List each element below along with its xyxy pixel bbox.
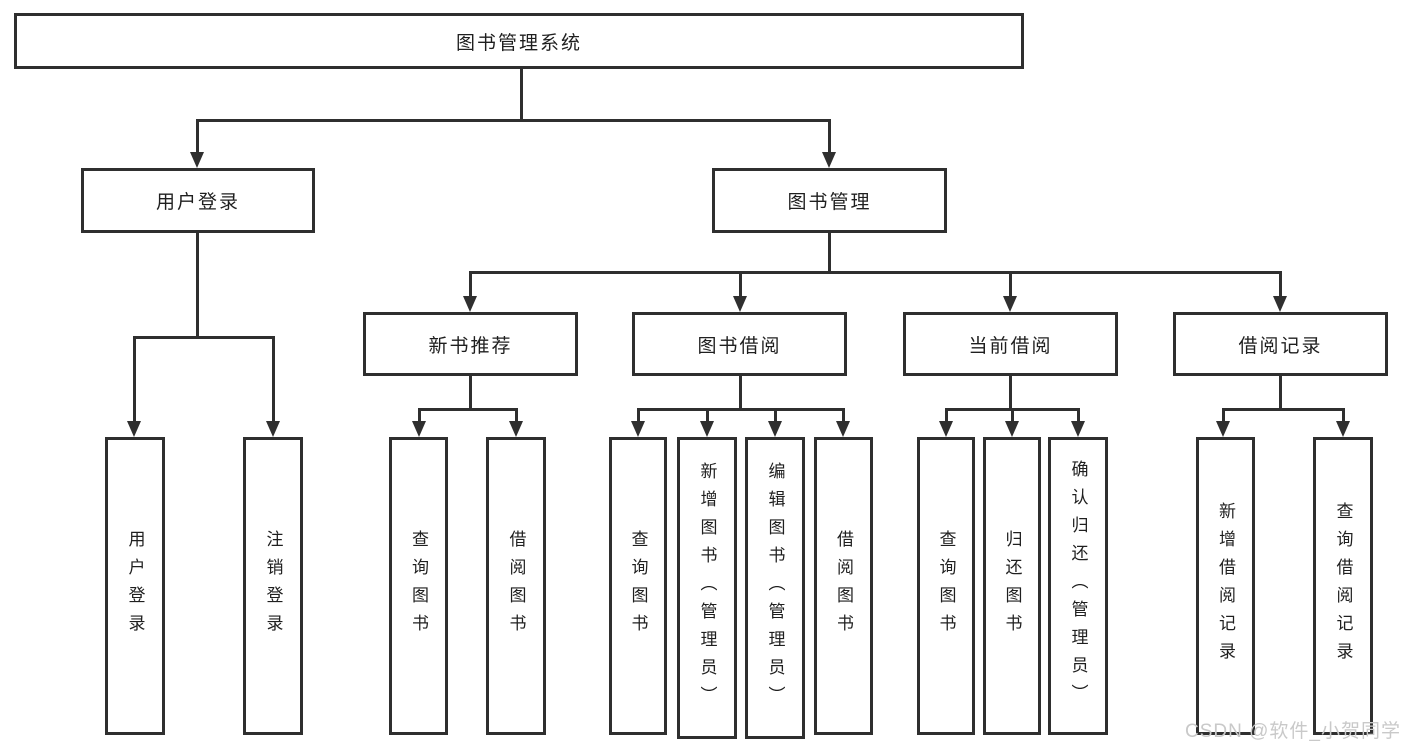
watermark: CSDN @软件_小贺同学 — [1185, 721, 1401, 742]
connector-line — [196, 119, 199, 155]
arrowhead-down-icon — [463, 296, 477, 312]
node-leaf-borrow-books-1: 借阅图书 — [486, 437, 546, 735]
node-leaf-add-book-admin: 新增图书（管理员） — [677, 437, 737, 739]
node-borrow-records: 借阅记录 — [1173, 312, 1388, 376]
connector-line — [418, 408, 518, 411]
node-leaf-return-book: 归还图书 — [983, 437, 1041, 735]
connector-line — [469, 271, 472, 298]
connector-line — [842, 408, 845, 423]
connector-line — [1222, 408, 1345, 411]
arrowhead-down-icon — [1336, 421, 1350, 437]
connector-line — [196, 233, 199, 338]
arrowhead-down-icon — [836, 421, 850, 437]
connector-line — [637, 408, 640, 423]
node-book-management: 图书管理 — [712, 168, 947, 233]
arrowhead-down-icon — [939, 421, 953, 437]
node-current-borrow: 当前借阅 — [903, 312, 1118, 376]
connector-line — [1222, 408, 1225, 423]
node-leaf-confirm-return-admin: 确认归还（管理员） — [1048, 437, 1108, 735]
connector-line — [133, 336, 275, 339]
connector-line — [469, 271, 1282, 274]
connector-line — [133, 336, 136, 423]
node-new-book-recommend: 新书推荐 — [363, 312, 578, 376]
node-root: 图书管理系统 — [14, 13, 1024, 69]
arrowhead-down-icon — [1071, 421, 1085, 437]
connector-line — [1279, 376, 1282, 410]
connector-line — [1077, 408, 1080, 423]
connector-line — [739, 271, 742, 298]
node-leaf-query-borrow-record: 查询借阅记录 — [1313, 437, 1373, 735]
connector-line — [1342, 408, 1345, 423]
connector-line — [828, 233, 831, 274]
arrowhead-down-icon — [733, 296, 747, 312]
arrowhead-down-icon — [190, 152, 204, 168]
node-leaf-edit-book-admin: 编辑图书（管理员） — [745, 437, 805, 739]
node-leaf-logout: 注销登录 — [243, 437, 303, 735]
arrowhead-down-icon — [1003, 296, 1017, 312]
connector-line — [418, 408, 421, 423]
arrowhead-down-icon — [1216, 421, 1230, 437]
connector-line — [739, 376, 742, 410]
connector-line — [774, 408, 777, 423]
arrowhead-down-icon — [412, 421, 426, 437]
node-leaf-user-login: 用户登录 — [105, 437, 165, 735]
arrowhead-down-icon — [266, 421, 280, 437]
arrowhead-down-icon — [127, 421, 141, 437]
connector-line — [1011, 408, 1014, 423]
arrowhead-down-icon — [768, 421, 782, 437]
arrowhead-down-icon — [700, 421, 714, 437]
connector-line — [272, 336, 275, 423]
arrowhead-down-icon — [509, 421, 523, 437]
connector-line — [1279, 271, 1282, 298]
connector-line — [828, 119, 831, 155]
node-leaf-borrow-books-2: 借阅图书 — [814, 437, 873, 735]
connector-line — [1009, 271, 1012, 298]
arrowhead-down-icon — [1005, 421, 1019, 437]
connector-line — [515, 408, 518, 423]
node-leaf-query-books-1: 查询图书 — [389, 437, 448, 735]
arrowhead-down-icon — [822, 152, 836, 168]
connector-line — [945, 408, 948, 423]
node-leaf-query-books-3: 查询图书 — [917, 437, 975, 735]
node-user-login: 用户登录 — [81, 168, 315, 233]
connector-line — [1009, 376, 1012, 410]
connector-line — [469, 376, 472, 410]
node-book-borrow: 图书借阅 — [632, 312, 847, 376]
arrowhead-down-icon — [1273, 296, 1287, 312]
node-leaf-add-borrow-record: 新增借阅记录 — [1196, 437, 1255, 735]
connector-line — [196, 119, 831, 122]
connector-line — [520, 68, 523, 121]
connector-line — [706, 408, 709, 423]
node-leaf-query-books-2: 查询图书 — [609, 437, 667, 735]
arrowhead-down-icon — [631, 421, 645, 437]
connector-line — [637, 408, 845, 411]
